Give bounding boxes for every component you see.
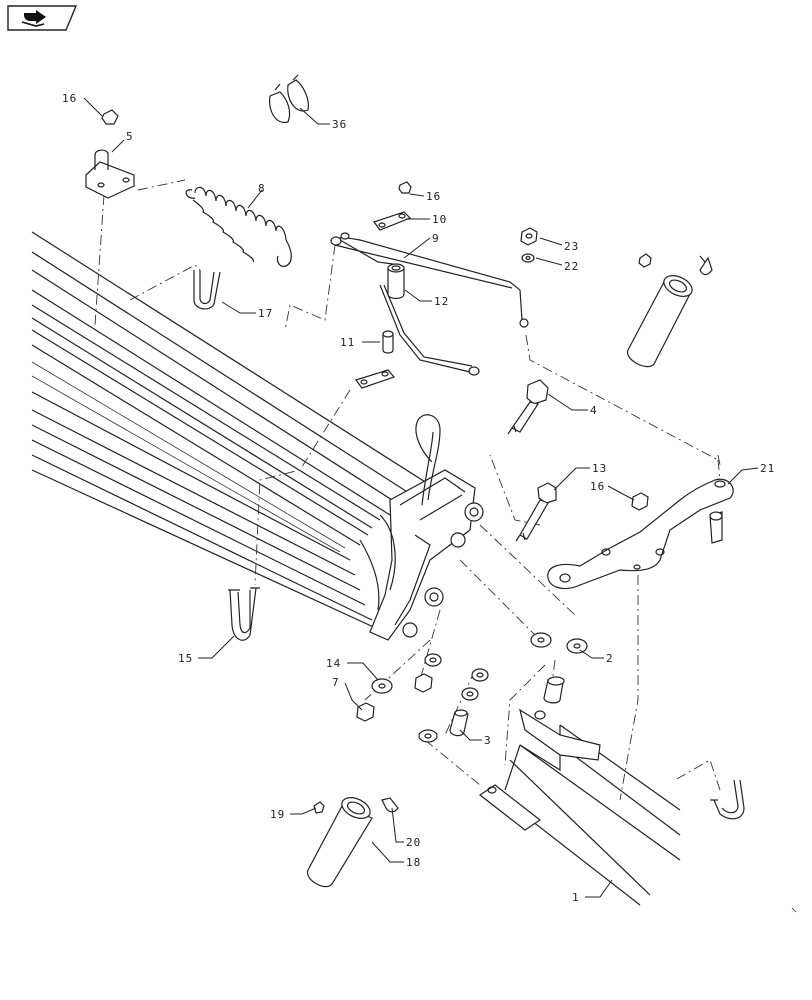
callout-16-middle: 16 bbox=[426, 190, 441, 203]
callout-labels: 16 5 36 8 16 10 9 23 22 17 12 11 4 21 13… bbox=[62, 92, 775, 904]
callout-4: 4 bbox=[590, 404, 598, 417]
link-plate-10 bbox=[373, 211, 412, 231]
callout-leaders bbox=[83, 97, 759, 898]
corner-mark bbox=[791, 907, 797, 913]
bolt-13 bbox=[515, 482, 557, 542]
callout-11: 11 bbox=[340, 336, 355, 349]
boom-frame bbox=[31, 231, 431, 631]
callout-36: 36 bbox=[332, 118, 347, 131]
callout-16-right: 16 bbox=[590, 480, 605, 493]
washers-and-nuts bbox=[356, 632, 588, 743]
callout-15: 15 bbox=[178, 652, 193, 665]
u-bolt-17 bbox=[193, 270, 221, 310]
callout-21: 21 bbox=[760, 462, 775, 475]
grease-fitting-19 bbox=[313, 801, 325, 814]
hair-pin-clips-36 bbox=[269, 74, 309, 123]
bushing-upper bbox=[543, 676, 565, 704]
callout-22: 22 bbox=[564, 260, 579, 273]
spring-8 bbox=[185, 186, 292, 267]
frame-tube bbox=[478, 708, 681, 906]
bushing-12 bbox=[387, 263, 405, 300]
lock-pin-20 bbox=[381, 797, 399, 813]
callout-20: 20 bbox=[406, 836, 421, 849]
callout-1: 1 bbox=[572, 891, 580, 904]
callout-5: 5 bbox=[126, 130, 134, 143]
tube-cylinder-top bbox=[627, 253, 713, 368]
callout-12: 12 bbox=[434, 295, 449, 308]
link-plate-lower bbox=[355, 369, 396, 389]
callout-18: 18 bbox=[406, 856, 421, 869]
callout-9: 9 bbox=[432, 232, 440, 245]
washer-22 bbox=[521, 253, 535, 263]
bracket-5 bbox=[85, 149, 135, 199]
callout-17: 17 bbox=[258, 307, 273, 320]
tube-18 bbox=[307, 797, 373, 888]
arm-plate-21 bbox=[547, 478, 734, 590]
pin-3 bbox=[449, 709, 469, 737]
linkage-rods-9 bbox=[330, 232, 529, 376]
callout-16-top: 16 bbox=[62, 92, 77, 105]
nut-23 bbox=[520, 227, 538, 246]
callout-3: 3 bbox=[484, 734, 492, 747]
bolt-4 bbox=[507, 379, 549, 435]
callout-19: 19 bbox=[270, 808, 285, 821]
nut-16-middle bbox=[398, 181, 412, 194]
callout-23: 23 bbox=[564, 240, 579, 253]
hitch-bracket bbox=[369, 414, 484, 641]
nut-16-right bbox=[631, 492, 649, 511]
u-bolt-right bbox=[710, 779, 745, 820]
callout-8: 8 bbox=[258, 182, 266, 195]
callout-2: 2 bbox=[606, 652, 614, 665]
return-arrow-button[interactable] bbox=[6, 4, 78, 32]
return-arrow-icon bbox=[7, 5, 78, 31]
callout-13: 13 bbox=[592, 462, 607, 475]
u-bolt-15 bbox=[228, 587, 260, 641]
callout-14: 14 bbox=[326, 657, 341, 670]
pin-11 bbox=[382, 330, 394, 354]
callout-7: 7 bbox=[332, 676, 340, 689]
callout-10: 10 bbox=[432, 213, 447, 226]
nut-16-top bbox=[101, 109, 119, 125]
